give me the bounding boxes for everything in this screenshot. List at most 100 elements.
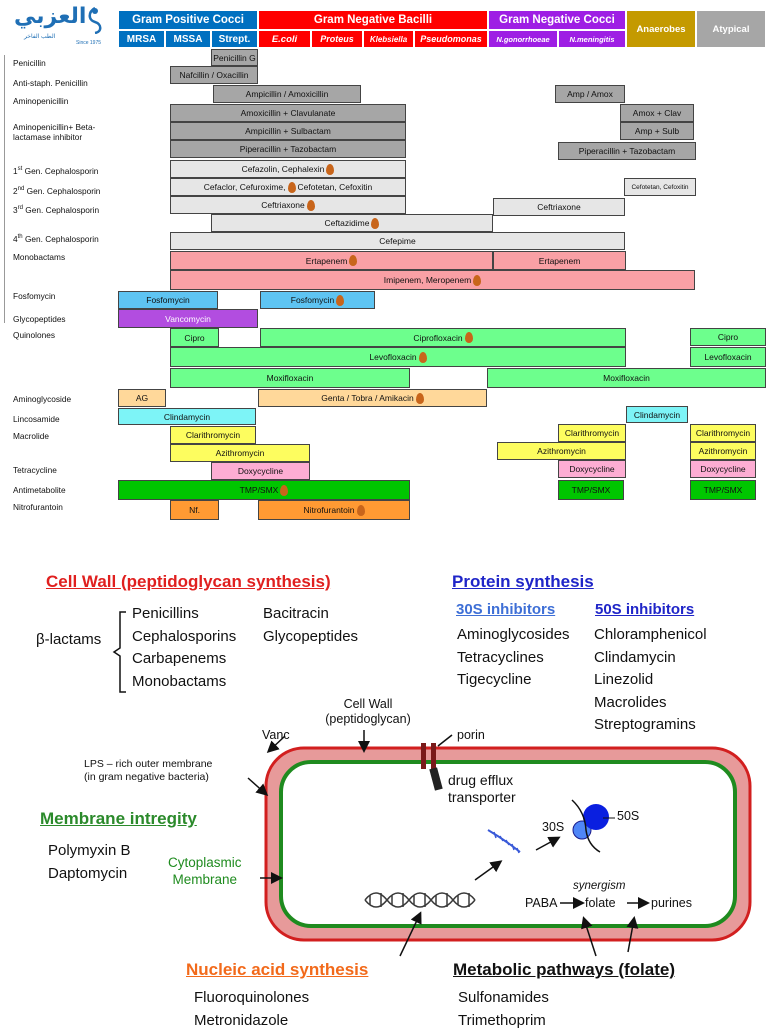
header-atypical: Atypical — [696, 10, 766, 48]
header-gram-negative-bacilli: Gram Negative Bacilli — [258, 10, 488, 30]
vanc-label: Vanc — [262, 728, 290, 743]
nucleic-acid-title: Nucleic acid synthesis — [186, 960, 368, 980]
membrane-list: Polymyxin B Daptomycin — [48, 840, 131, 885]
membrane-integrity-title: Membrane intregity — [40, 809, 197, 829]
bar-cipro-atypical: Cipro — [690, 328, 766, 346]
kidney-icon — [371, 218, 379, 229]
list-item: Bacitracin — [263, 603, 358, 626]
header-gram-positive-cocci: Gram Positive Cocci — [118, 10, 258, 30]
row-label-tetracycline: Tetracycline — [13, 465, 57, 475]
header-mrsa: MRSA — [118, 30, 165, 48]
list-item: Polymyxin B — [48, 840, 131, 863]
50s-inhibitors-title: 50S inhibitors — [595, 601, 694, 618]
header-strept: Strept. — [211, 30, 258, 48]
bar-doxycycline-gnc: Doxycycline — [558, 460, 626, 478]
bar-ampicillin: Ampicillin / Amoxicillin — [213, 85, 361, 103]
porin-icon — [421, 743, 426, 769]
logo-since: Since 1975 — [76, 40, 101, 46]
bar-amox-clav-anaerobes: Amox + Clav — [620, 104, 694, 122]
list-item: Sulfonamides — [458, 987, 549, 1010]
row-label-nitrofurantoin: Nitrofurantoin — [13, 502, 63, 512]
header-klebsiella: Klebsiella — [363, 30, 414, 48]
bar-fosfomycin-gpc: Fosfomycin — [118, 291, 218, 309]
bar-nafcillin: Nafcillin / Oxacillin — [170, 66, 258, 84]
list-item: Fluoroquinolones — [194, 987, 309, 1010]
row-label-antimetabolite: Antimetabolite — [13, 485, 66, 495]
row-label-bli-line1: Aminopenicillin+ Beta- — [13, 122, 95, 132]
bar-tmp-smx: TMP/SMX — [118, 480, 410, 500]
bar-nitrofurantoin: Nitrofurantoin — [258, 500, 410, 520]
list-item: Tigecycline — [457, 669, 570, 692]
porin-label: porin — [457, 728, 485, 743]
bar-moxifloxacin-right: Moxifloxacin — [487, 368, 766, 388]
nucleic-list: Fluoroquinolones Metronidazole — [194, 987, 309, 1032]
bar-ertapenem-gnc: Ertapenem — [493, 251, 626, 270]
bar-ertapenem: Ertapenem — [170, 251, 493, 270]
kidney-icon — [419, 352, 427, 363]
bar-ceftriaxone-gnc: Ceftriaxone — [493, 198, 625, 216]
kidney-icon — [349, 255, 357, 266]
bar-cefazolin: Cefazolin, Cephalexin — [170, 160, 406, 178]
30s-list: Aminoglycosides Tetracyclines Tigecyclin… — [457, 624, 570, 692]
metabolic-title: Metabolic pathways (folate) — [453, 960, 675, 980]
bar-amp-sulb-anaerobes: Amp + Sulb — [620, 122, 694, 140]
paba-label: PABA — [525, 896, 557, 911]
bar-doxycycline-atypical: Doxycycline — [690, 460, 756, 478]
kidney-icon — [416, 393, 424, 404]
cytoplasmic-membrane-label: Cytoplasmic Membrane — [168, 854, 242, 888]
list-item: Clindamycin — [594, 647, 707, 670]
kidney-icon — [280, 485, 288, 496]
logo: العزبي الطب الفاخر Since 1975 — [14, 4, 106, 48]
bar-imipenem: Imipenem, Meropenem — [170, 270, 695, 290]
bar-amp-sulb: Ampicillin + Sulbactam — [170, 122, 406, 140]
cell-wall-other-list: Bacitracin Glycopeptides — [263, 603, 358, 648]
row-label-aminoglycoside: Aminoglycoside — [13, 394, 71, 404]
bar-amp-amox: Amp / Amox — [555, 85, 625, 103]
kidney-icon — [288, 182, 296, 193]
kidney-icon — [336, 295, 344, 306]
bar-cefepime: Cefepime — [170, 232, 625, 250]
list-item: Trimethoprim — [458, 1010, 549, 1032]
header-mssa: MSSA — [165, 30, 211, 48]
kidney-icon — [326, 164, 334, 175]
bar-azithromycin-atypical: Azithromycin — [690, 442, 756, 460]
list-item: Linezolid — [594, 669, 707, 692]
bar-vancomycin: Vancomycin — [118, 309, 258, 328]
list-item: Glycopeptides — [263, 626, 358, 649]
bar-tmp-smx-atypical: TMP/SMX — [690, 480, 756, 500]
row-label-aminopenicillin-bli: Aminopenicillin+ Beta- lactamase inhibit… — [13, 122, 95, 142]
row-label-ceph3: 3rd Gen. Cephalosporin — [13, 203, 99, 215]
row-label-bli-line2: lactamase inhibitor — [13, 132, 82, 142]
protein-synthesis-title: Protein synthesis — [452, 572, 594, 592]
30s-label: 30S — [542, 820, 564, 835]
kidney-icon — [307, 200, 315, 211]
bar-levofloxacin: Levofloxacin — [170, 347, 626, 367]
list-item: Cephalosporins — [132, 626, 236, 649]
bar-moxifloxacin: Moxifloxacin — [170, 368, 410, 388]
list-item: Carbapenems — [132, 648, 236, 671]
purines-label: purines — [651, 896, 692, 911]
50s-subunit-icon — [583, 804, 609, 830]
row-label-ceph1: 1st Gen. Cephalosporin — [13, 164, 98, 176]
bar-tmp-smx-gnc: TMP/SMX — [558, 480, 624, 500]
row-label-fosfomycin: Fosfomycin — [13, 291, 55, 301]
row-label-quinolones: Quinolones — [13, 330, 55, 340]
row-label-ceph2: 2nd Gen. Cephalosporin — [13, 184, 100, 196]
bacterial-cell-diagram — [0, 690, 768, 970]
bar-ag: AG — [118, 389, 166, 407]
logo-tagline: الطب الفاخر — [24, 33, 55, 40]
bar-cefaclor: Cefaclor, Cefuroxime,Cefotetan, Cefoxiti… — [170, 178, 406, 196]
30s-inhibitors-title: 30S inhibitors — [456, 601, 555, 618]
bar-clindamycin-anaerobes: Clindamycin — [626, 406, 688, 423]
bar-amox-clav: Amoxicillin + Clavulanate — [170, 104, 406, 122]
row-label-glycopeptides: Glycopeptides — [13, 314, 66, 324]
row-label-penicillin: Penicillin — [13, 58, 46, 68]
bar-genta: Genta / Tobra / Amikacin — [258, 389, 487, 407]
bar-pip-tazo: Piperacillin + Tazobactam — [170, 140, 406, 158]
cell-wall-label: Cell Wall (peptidoglycan) — [312, 697, 424, 727]
kidney-icon — [465, 332, 473, 343]
kidney-icon — [357, 505, 365, 516]
bar-fosfomycin-gnb: Fosfomycin — [260, 291, 375, 309]
row-bracket — [4, 55, 10, 323]
header-gram-negative-cocci: Gram Negative Cocci — [488, 10, 626, 30]
